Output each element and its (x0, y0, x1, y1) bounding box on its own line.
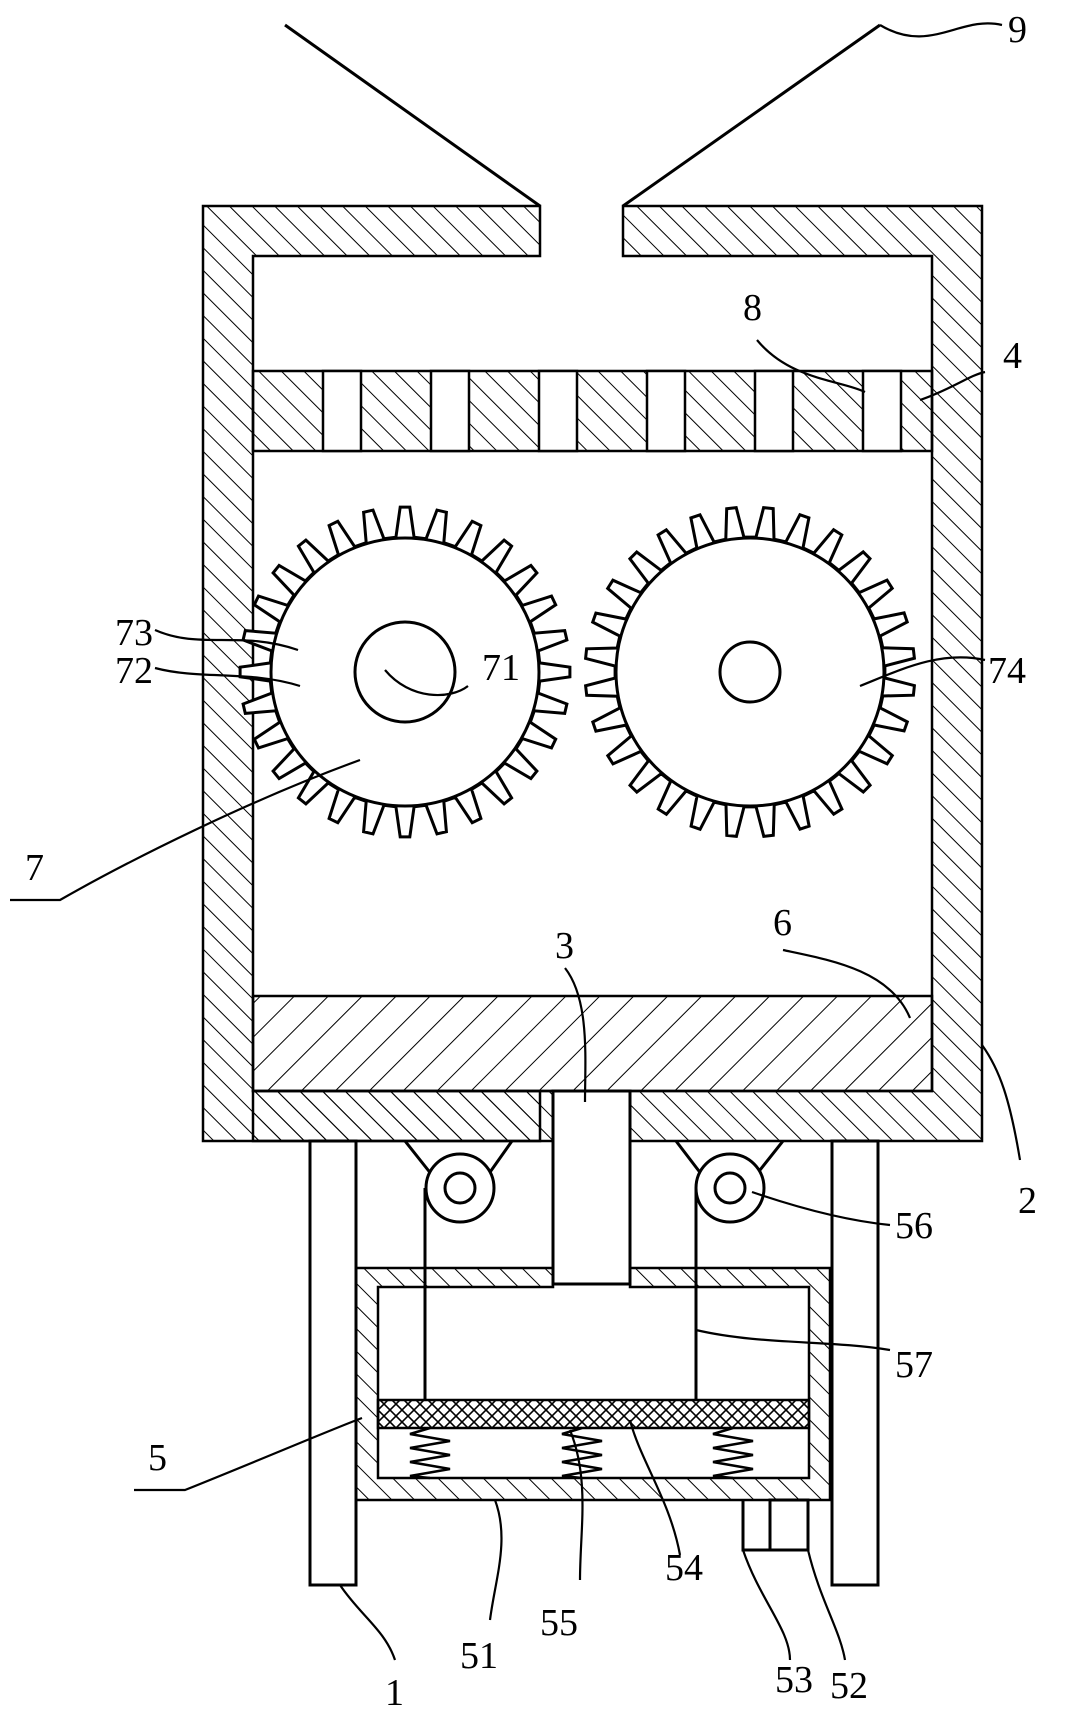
pulley-right (674, 1140, 785, 1224)
label-55: 55 (540, 1602, 578, 1644)
label-2: 2 (1018, 1180, 1037, 1222)
screen-opening (645, 369, 687, 453)
spring (561, 1426, 603, 1480)
label-8: 8 (743, 287, 762, 329)
label-57: 57 (895, 1344, 933, 1386)
feed-hopper (284, 23, 881, 208)
screen-opening (537, 369, 579, 453)
screen-plate (251, 369, 934, 453)
part-labels: 9 8 4 73 72 71 74 7 3 6 2 56 57 5 54 55 … (25, 9, 1037, 1714)
label-71: 71 (482, 647, 520, 689)
spring (409, 1426, 451, 1480)
label-51: 51 (460, 1635, 498, 1677)
label-3: 3 (555, 925, 574, 967)
springs (409, 1426, 754, 1480)
gear-right-shaft (718, 640, 782, 704)
discharge-channel (551, 1089, 632, 1286)
screen-opening (753, 369, 795, 453)
support-leg-right (830, 1139, 880, 1587)
gear-left-shaft (353, 620, 457, 724)
label-5: 5 (148, 1437, 167, 1479)
label-72: 72 (115, 650, 153, 692)
label-1: 1 (385, 1672, 404, 1710)
collection-box (354, 1266, 832, 1502)
screen-opening (861, 369, 903, 453)
screen-openings (321, 369, 903, 453)
housing-bottom-left (251, 1089, 555, 1143)
label-54: 54 (665, 1547, 703, 1589)
housing (201, 204, 984, 1143)
label-7: 7 (25, 847, 44, 889)
label-56: 56 (895, 1205, 933, 1247)
outlet-valve (768, 1498, 810, 1552)
press-plate (376, 1398, 811, 1430)
bottom-slope-block (251, 994, 934, 1093)
pulley-left (403, 1140, 514, 1224)
label-74: 74 (988, 650, 1026, 692)
screen-opening (429, 369, 471, 453)
screen-opening (321, 369, 363, 453)
label-6: 6 (773, 902, 792, 944)
screen-plate-body (251, 369, 934, 453)
label-4: 4 (1003, 335, 1022, 377)
support-leg-left (308, 1139, 358, 1587)
label-52: 52 (830, 1665, 868, 1707)
outlet-pipe (741, 1500, 770, 1552)
label-9: 9 (1008, 9, 1027, 51)
leader-lines (10, 22, 1022, 1661)
spring (712, 1426, 754, 1480)
label-73: 73 (115, 612, 153, 654)
label-53: 53 (775, 1659, 813, 1701)
